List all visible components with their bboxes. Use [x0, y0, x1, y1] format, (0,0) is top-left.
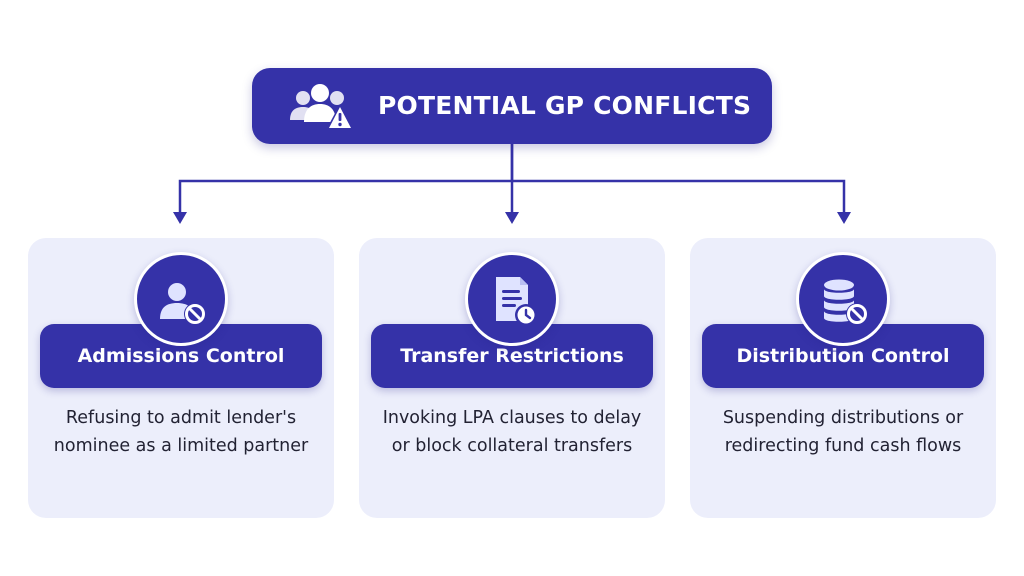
user-blocked-icon [160, 283, 206, 325]
node-distribution-control: Distribution Control Suspending distribu… [690, 238, 996, 518]
node-description: Suspending distributions or redirecting … [722, 408, 964, 456]
icon-badge [465, 252, 559, 346]
node-transfer-restrictions: Transfer Restrictions Invoking LPA claus… [359, 238, 665, 518]
arrowhead-center [505, 212, 519, 224]
users-warning-icon [290, 84, 354, 130]
icon-badge [796, 252, 890, 346]
document-clock-icon [496, 277, 537, 326]
connector-left [178, 144, 514, 214]
node-title: Distribution Control [702, 324, 984, 388]
node-description: Invoking LPA clauses to delay or block c… [382, 408, 642, 456]
root-title: POTENTIAL GP CONFLICTS [378, 91, 752, 120]
connector-right [512, 179, 846, 214]
database-blocked-icon [824, 279, 868, 325]
node-description: Refusing to admit lender's nominee as a … [53, 408, 309, 456]
arrowhead-right [837, 212, 851, 224]
node-admissions-control: Admissions Control Refusing to admit len… [28, 238, 334, 518]
root-node: POTENTIAL GP CONFLICTS [252, 68, 772, 144]
icon-badge [134, 252, 228, 346]
arrowhead-left [173, 212, 187, 224]
